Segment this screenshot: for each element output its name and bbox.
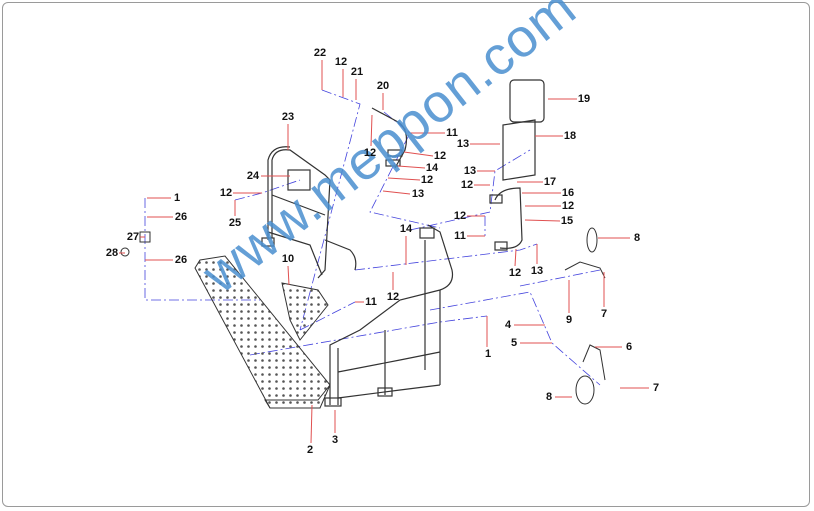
callout-label: 3 — [331, 434, 339, 446]
callout-label: 12 — [386, 291, 400, 303]
callout-label: 8 — [633, 232, 641, 244]
callout-label: 1 — [484, 348, 492, 360]
handrail-20 — [371, 107, 408, 169]
callout-label: 12 — [219, 187, 233, 199]
callout-label: 12 — [420, 174, 434, 186]
callout-label: 15 — [560, 215, 574, 227]
callout-label: 12 — [453, 210, 467, 222]
callout-label: 1 — [173, 192, 181, 204]
callout-label: 23 — [281, 111, 295, 123]
callout-label: 2 — [306, 444, 314, 456]
callout-label: 20 — [376, 80, 390, 92]
callout-label: 7 — [600, 308, 608, 320]
callout-label: 13 — [463, 165, 477, 177]
right-rail — [489, 79, 545, 251]
callout-label: 11 — [454, 230, 466, 242]
callout-label: 12 — [334, 56, 348, 68]
callout-label: 26 — [174, 211, 188, 223]
callout-label: 4 — [504, 319, 512, 331]
callout-label: 10 — [281, 253, 295, 265]
callout-label: 13 — [530, 265, 544, 277]
callout-label: 18 — [563, 130, 577, 142]
callout-label: 14 — [425, 162, 439, 174]
callout-label: 16 — [561, 187, 575, 199]
callout-label: 21 — [350, 66, 364, 78]
callout-label: 7 — [652, 382, 660, 394]
callout-label: 28 — [105, 247, 119, 259]
leader-lines — [119, 60, 649, 444]
callout-label: 12 — [363, 147, 377, 159]
callout-label: 13 — [411, 188, 425, 200]
side-plate-10 — [281, 282, 329, 341]
callout-label: 24 — [246, 170, 260, 182]
callout-label: 11 — [365, 296, 377, 308]
callout-label: 12 — [460, 179, 474, 191]
handrail-23 — [261, 146, 357, 279]
callout-label: 13 — [456, 138, 470, 150]
assembly-lines — [144, 89, 601, 386]
callout-label: 22 — [313, 47, 327, 59]
callout-label: 12 — [433, 150, 447, 162]
callout-label: 8 — [545, 391, 553, 403]
callout-label: 11 — [446, 127, 458, 139]
callout-label: 6 — [625, 341, 633, 353]
callout-label: 5 — [510, 337, 518, 349]
step-plate — [194, 255, 331, 409]
callout-label: 19 — [577, 93, 591, 105]
callout-label: 17 — [543, 176, 557, 188]
main-frame — [324, 224, 454, 407]
callout-label: 12 — [561, 200, 575, 212]
callout-label: 27 — [126, 231, 140, 243]
callout-label: 26 — [174, 254, 188, 266]
callout-label: 9 — [565, 314, 573, 326]
callout-label: 25 — [228, 217, 242, 229]
callout-label: 14 — [399, 223, 413, 235]
callout-label: 12 — [508, 267, 522, 279]
